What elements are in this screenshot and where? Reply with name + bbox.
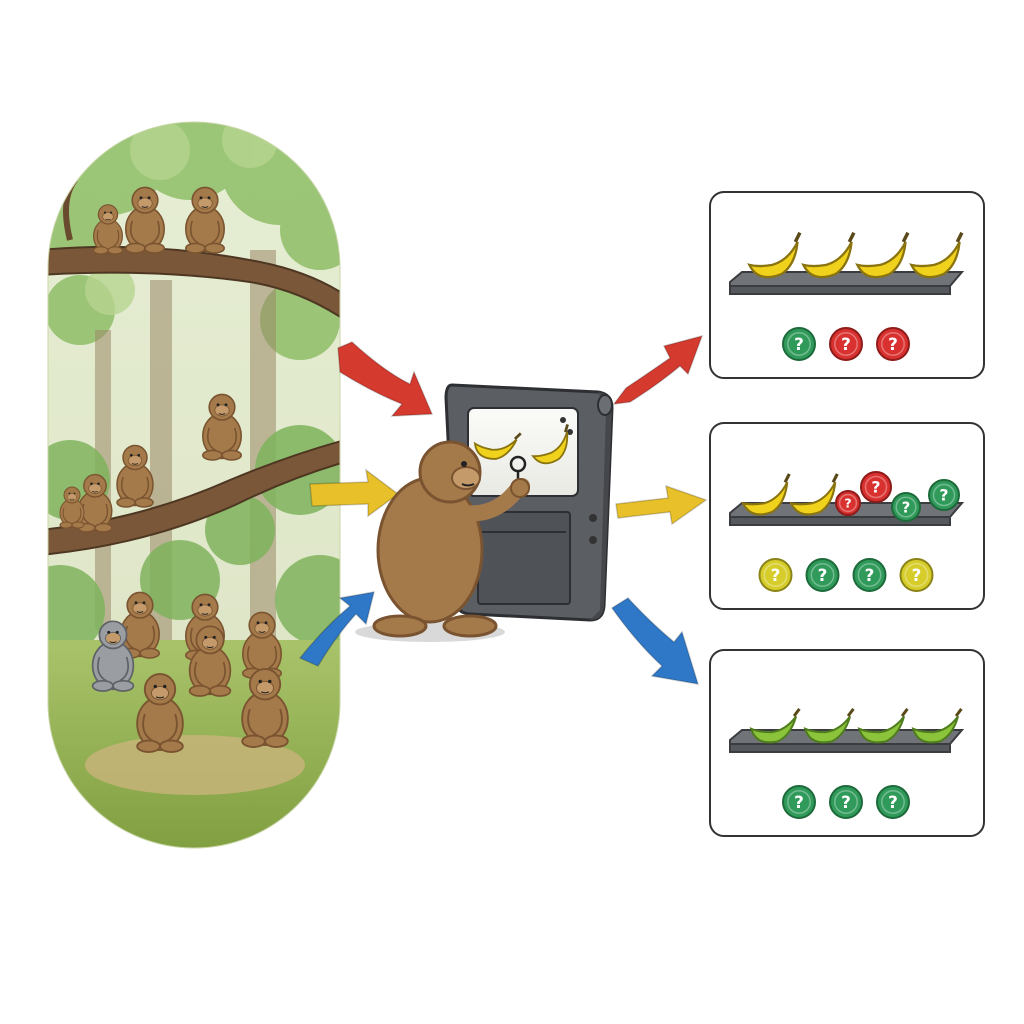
banana-icon <box>747 231 802 279</box>
token-symbol: ? <box>794 792 804 812</box>
forest-monkey-11 <box>241 611 283 679</box>
machine-screen-rivet <box>560 417 566 423</box>
screen-banana-right <box>531 424 569 465</box>
machine-panel <box>477 511 571 605</box>
arrow-outcome-blue <box>610 597 700 685</box>
arrow-forest-blue <box>298 591 376 667</box>
forest-monkey-5 <box>116 444 154 508</box>
upper-branch <box>48 245 340 322</box>
forest-monkey-12 <box>188 625 232 697</box>
forest-monkey-9 <box>91 620 135 692</box>
forest-monkey-7 <box>59 486 85 529</box>
screen-banana-left <box>473 432 522 460</box>
forest-scene-icon <box>47 121 341 849</box>
token-symbol: ? <box>902 499 911 516</box>
arrow-forest-yellow <box>309 468 400 518</box>
token-icon: ? <box>852 558 887 592</box>
forest-monkey-group <box>59 186 289 753</box>
token-symbol: ? <box>871 478 880 497</box>
forest-monkey-1 <box>92 204 124 255</box>
outcome-tray <box>729 271 965 295</box>
token-icon: ? <box>899 558 934 592</box>
token-icon: ? <box>829 327 863 361</box>
token-symbol: ? <box>841 792 851 812</box>
token-icon: ? <box>876 785 910 819</box>
token-icon: ? <box>829 785 863 819</box>
token-symbol: ? <box>888 334 898 354</box>
machine-button <box>589 514 597 522</box>
monkey-icon <box>372 440 530 638</box>
token-symbol: ? <box>818 565 828 585</box>
token-symbol: ? <box>865 565 875 585</box>
tray-token-icon: ? <box>891 492 921 522</box>
tray-token-icon: ? <box>860 471 892 503</box>
forest-monkey-3 <box>184 186 226 254</box>
lower-branch <box>48 438 340 557</box>
arrow-group <box>298 334 708 685</box>
token-symbol: ? <box>794 334 804 354</box>
outcome-panel-top: ??? <box>709 191 985 379</box>
center-scene <box>355 383 614 642</box>
token-symbol: ? <box>841 334 851 354</box>
token-icon: ? <box>758 558 793 592</box>
token-icon: ? <box>782 327 816 361</box>
banana-icon <box>741 473 791 516</box>
token-icon: ? <box>876 327 910 361</box>
forest-monkey-14 <box>241 668 289 748</box>
outcome-panel-bottom: ??? <box>709 649 985 837</box>
token-icon: ? <box>782 785 816 819</box>
vending-machine-icon <box>444 383 614 622</box>
banana-icon <box>911 707 963 744</box>
banana-icon <box>909 231 964 279</box>
tray-token-icon: ? <box>928 479 960 511</box>
banana-icon <box>749 707 801 744</box>
center-monkey <box>372 440 530 638</box>
token-symbol: ? <box>844 496 851 511</box>
token-symbol: ? <box>939 486 948 505</box>
arrow-forest-red <box>337 341 434 417</box>
forest-monkey-6 <box>77 473 113 533</box>
banana-icon <box>857 707 909 744</box>
machine-screen-rivet <box>567 429 573 435</box>
token-symbol: ? <box>888 792 898 812</box>
machine-button <box>589 536 597 544</box>
token-symbol: ? <box>912 565 922 585</box>
forest-monkey-4 <box>201 393 243 461</box>
forest-monkey-2 <box>124 186 166 254</box>
screen-banana-group <box>473 424 569 465</box>
banana-icon <box>855 231 910 279</box>
token-icon: ? <box>805 558 840 592</box>
arrow-outcome-yellow <box>615 484 708 526</box>
banana-icon <box>803 707 855 744</box>
machine-knob <box>597 394 613 416</box>
token-symbol: ? <box>771 565 781 585</box>
machine-side <box>590 392 612 620</box>
banana-icon <box>789 473 839 516</box>
tray-token-icon: ? <box>835 490 861 517</box>
outcome-panel-middle: ???????? <box>709 422 985 610</box>
forest-monkey-13 <box>136 673 184 753</box>
banana-icon <box>801 231 856 279</box>
arrow-outcome-red <box>612 334 704 405</box>
outcome-panels: ?????????????? <box>709 191 985 837</box>
